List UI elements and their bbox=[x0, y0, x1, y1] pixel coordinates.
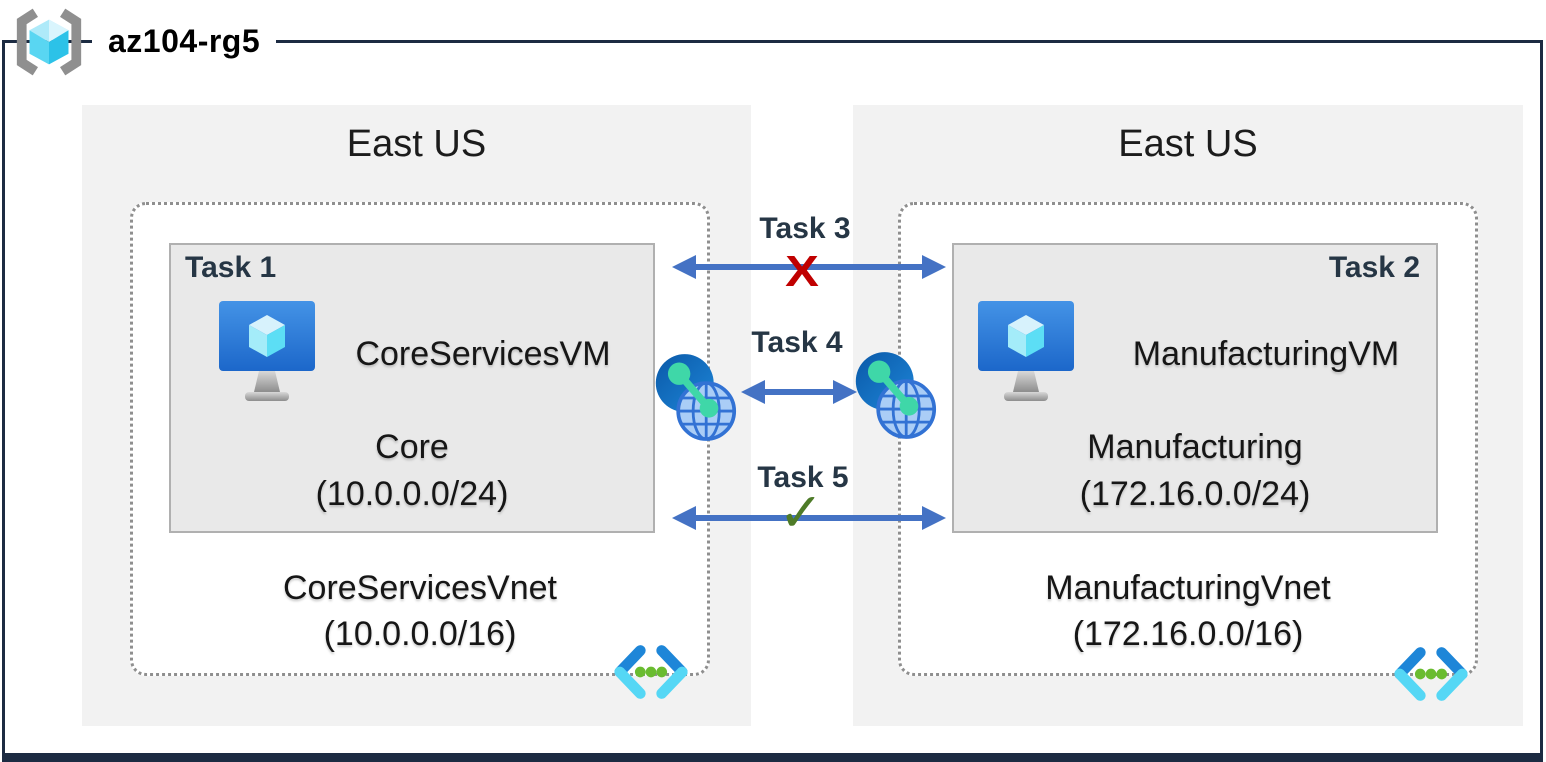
task2-label: Task 2 bbox=[1328, 251, 1420, 284]
subnet-manufacturing: Task 2 ManufacturingVM Manufacturing (17… bbox=[952, 243, 1438, 533]
vm-name: CoreServicesVM bbox=[355, 335, 611, 373]
virtual-network-icon bbox=[1394, 647, 1468, 701]
task3-label: Task 3 bbox=[759, 212, 851, 245]
subnet-core: Task 1 CoreServicesVM Core bbox=[169, 243, 655, 533]
region-label: East US bbox=[346, 123, 487, 165]
vnet-cidr: (10.0.0.0/16) bbox=[323, 615, 517, 653]
vm-name: ManufacturingVM bbox=[1132, 335, 1400, 373]
vm-icon bbox=[219, 301, 315, 401]
task5-label: Task 5 bbox=[757, 461, 849, 494]
vnet-peering-icon bbox=[855, 352, 937, 439]
vnet-manufacturing: Task 2 ManufacturingVM Manufacturing (17… bbox=[898, 202, 1478, 676]
resource-group-icon bbox=[16, 8, 82, 76]
resource-group-frame bbox=[2, 40, 1543, 762]
resource-group-title: az104-rg5 bbox=[92, 18, 277, 64]
vnet-name: ManufacturingVnet bbox=[1045, 569, 1331, 607]
vnet-cidr: (172.16.0.0/16) bbox=[1072, 615, 1304, 653]
vm-icon bbox=[978, 301, 1074, 401]
subnet-name: Core bbox=[375, 428, 449, 466]
subnet-name: Manufacturing bbox=[1087, 428, 1303, 466]
task4-label: Task 4 bbox=[751, 326, 843, 359]
subnet-cidr: (10.0.0.0/24) bbox=[315, 475, 509, 513]
subnet-cidr: (172.16.0.0/24) bbox=[1079, 475, 1311, 513]
vnet-peering-icon bbox=[655, 354, 737, 441]
virtual-network-icon bbox=[614, 645, 688, 699]
allowed-check-marker: ✓ bbox=[778, 483, 824, 543]
vnet-name: CoreServicesVnet bbox=[282, 569, 557, 607]
task1-label: Task 1 bbox=[185, 251, 277, 284]
vnet-coreservices: Task 1 CoreServicesVM Core bbox=[130, 202, 710, 676]
blocked-x-marker: X bbox=[785, 247, 819, 296]
region-label: East US bbox=[1118, 123, 1258, 165]
